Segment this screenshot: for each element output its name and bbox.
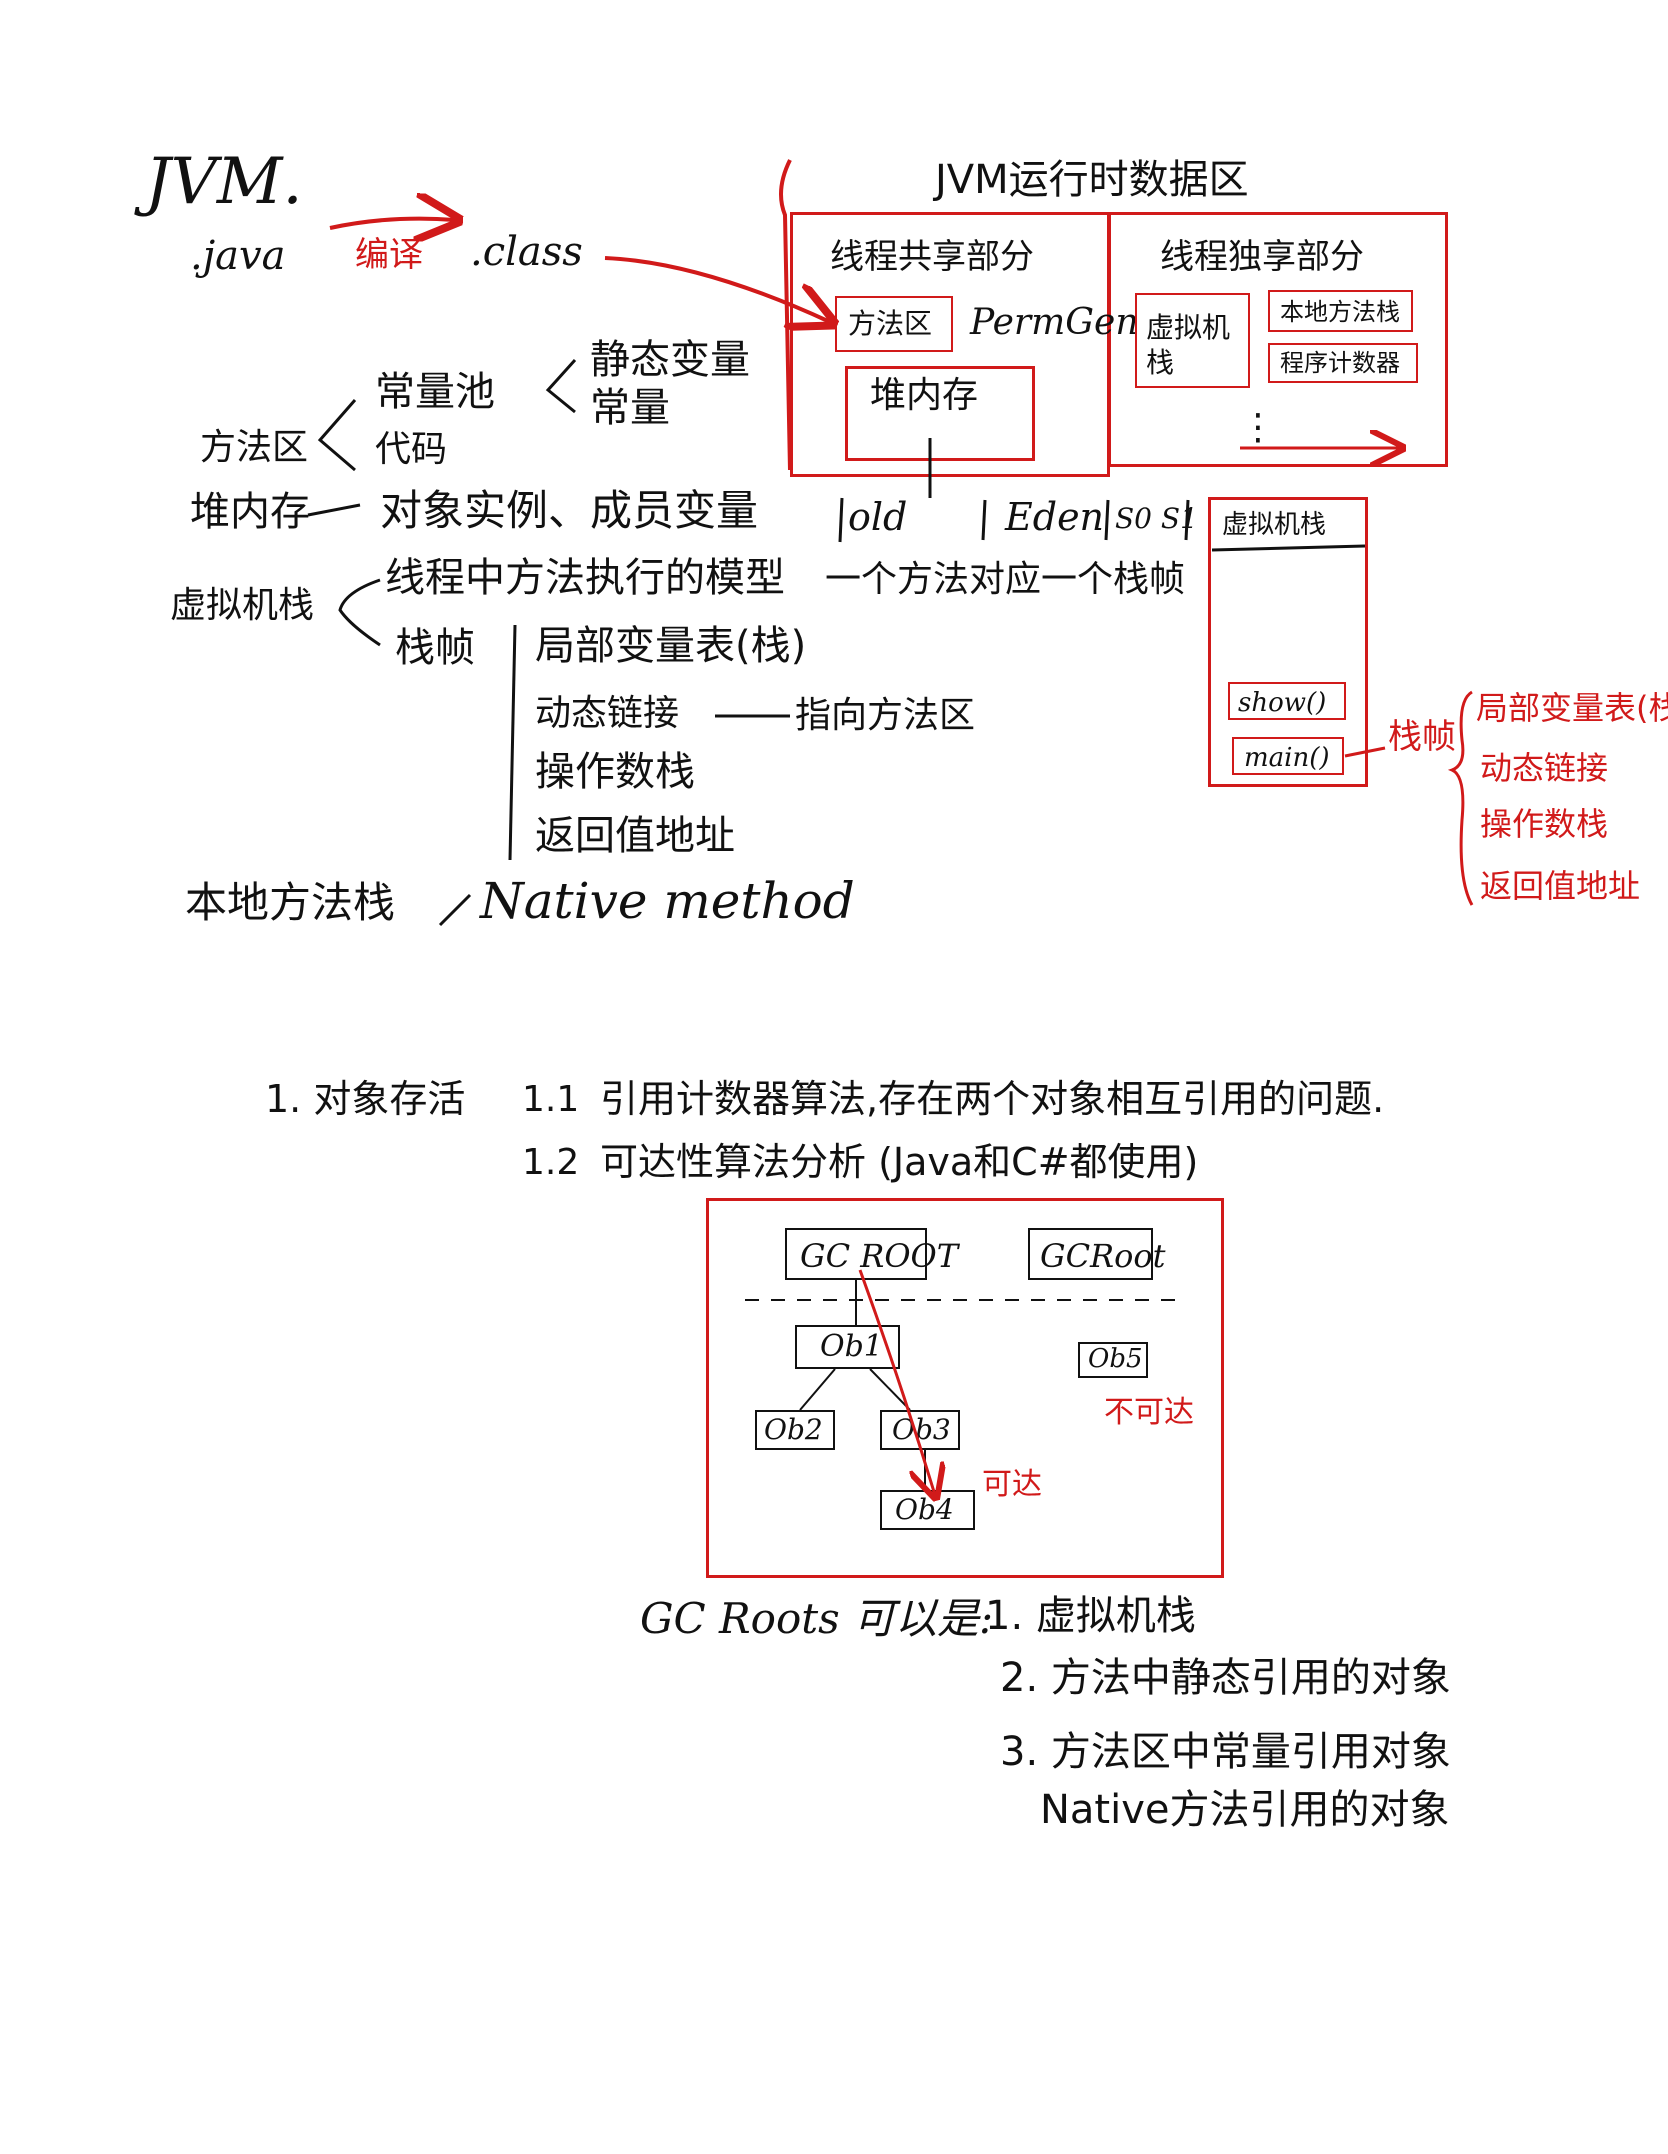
ob1-to-ob2 [799, 1368, 836, 1411]
note-const-pool: 常量池 [375, 369, 495, 415]
heap-box [845, 366, 1035, 461]
class-to-method-arrow [604, 256, 830, 322]
compile-label: 编译 [355, 235, 423, 275]
gen-sep-1 [838, 497, 844, 543]
note-vm-stack: 虚拟机栈 [170, 585, 315, 626]
gc-line1-text: 引用计数器算法,存在两个对象相互引用的问题. [600, 1077, 1385, 1121]
gc-roots-item-3: 3. 方法区中常量引用对象 [1000, 1729, 1451, 1775]
method-bracket [317, 399, 357, 472]
ob5-box [1078, 1342, 1148, 1378]
reachable-arrow [858, 1269, 935, 1495]
method-area-label: 方法区 [848, 307, 933, 340]
stack-title-underline [1211, 544, 1366, 552]
ob2-label: Ob2 [764, 1413, 823, 1446]
stack-diagram-box [1208, 497, 1368, 787]
note-heap-desc: 对象实例、成员变量 [380, 486, 759, 535]
gc-roots-item-2: 2. 方法中静态引用的对象 [1000, 1655, 1451, 1701]
gen-sep-2 [981, 499, 987, 541]
ob1-label: Ob1 [820, 1329, 883, 1364]
vmstack-bracket [338, 578, 381, 647]
main-to-frame-line [1344, 746, 1386, 758]
shared-label: 线程共享部分 [830, 237, 1034, 277]
vm-stack-box [1135, 293, 1250, 388]
gen-survivor: S0 S1 [1115, 502, 1198, 535]
gen-old: old [848, 495, 908, 539]
compile-arrow [329, 219, 455, 228]
frame-item-2: 动态链接 [1480, 749, 1609, 787]
frame-item-4: 返回值地址 [1480, 867, 1641, 905]
ob1-to-ob3 [869, 1368, 911, 1411]
dots-label: ⋮ [1240, 407, 1276, 448]
note-native: 本地方法栈 [185, 878, 396, 927]
class-label: .class [470, 229, 583, 275]
frame-item-3: 操作数栈 [1480, 805, 1609, 843]
gc-line1-prefix: 1. 对象存活 [265, 1077, 466, 1121]
note-stack-frame: 栈帧 [395, 625, 475, 671]
show-frame-box [1228, 682, 1346, 720]
ob1-box [795, 1325, 900, 1369]
note-method-area: 方法区 [200, 427, 309, 468]
private-label: 线程独享部分 [1160, 237, 1364, 277]
gc-roots-item-4: Native方法引用的对象 [1040, 1787, 1450, 1833]
gc-line2-text: 可达性算法分析 (Java和C#都使用) [600, 1140, 1199, 1184]
ob5-label: Ob5 [1088, 1344, 1143, 1374]
main-frame-box [1232, 737, 1344, 775]
runtime-title: JVM运行时数据区 [935, 157, 1249, 203]
gc-line1-num: 1.1 [522, 1079, 580, 1120]
gc-roots-item-1: 1. 虚拟机栈 [985, 1593, 1196, 1639]
gc-line2-num: 1.2 [522, 1142, 580, 1183]
reachable-label: 可达 [982, 1467, 1042, 1502]
note-heap: 堆内存 [190, 489, 310, 535]
note-frame-item-4: 返回值地址 [535, 813, 735, 859]
gen-eden: Eden [1005, 495, 1105, 539]
native-slash [438, 893, 472, 927]
gc-root-1-label: GC ROOT [800, 1237, 959, 1275]
gc-root-1-box [785, 1228, 927, 1280]
note-constant: 常量 [590, 385, 670, 431]
note-code: 代码 [375, 429, 448, 470]
show-frame-label: show() [1238, 688, 1327, 718]
heap-dash [307, 503, 361, 517]
stack-frame-label: 栈帧 [1388, 717, 1456, 757]
note-static-var: 静态变量 [590, 337, 750, 383]
heap-label: 堆内存 [870, 375, 979, 416]
runtime-private-box [1108, 212, 1448, 467]
jvm-title: JVM. [145, 145, 303, 219]
gen-sep-4 [1184, 499, 1190, 541]
unreachable-label: 不可达 [1104, 1395, 1194, 1430]
vm-stack-label: 虚拟机栈 [1146, 311, 1231, 379]
const-bracket [545, 358, 577, 414]
gc-diagram-box [706, 1198, 1224, 1578]
gc-root-2-box [1028, 1228, 1153, 1280]
runtime-bracket [779, 159, 792, 471]
note-vm-stack-desc: 线程中方法执行的模型 [385, 555, 785, 601]
java-label: .java [190, 233, 286, 279]
gc-roots-title: GC Roots 可以是: [640, 1594, 994, 1643]
pc-box [1268, 343, 1418, 383]
note-vm-stack-desc2: 一个方法对应一个栈帧 [825, 559, 1186, 600]
note-frame-item-3: 操作数栈 [535, 749, 695, 795]
ob2-box [755, 1410, 835, 1450]
permgen-label: PermGen [970, 302, 1139, 343]
pc-label: 程序计数器 [1280, 349, 1400, 377]
note-native-desc: Native method [480, 872, 855, 930]
frame-item-1: 局部变量表(栈) [1476, 689, 1668, 727]
stack-diagram-title: 虚拟机栈 [1222, 510, 1327, 540]
note-frame-item-2: 动态链接 [535, 693, 680, 734]
ob3-label: Ob3 [892, 1413, 951, 1446]
note-dyn-link: 指向方法区 [795, 695, 976, 736]
frame-brace [1447, 690, 1474, 906]
native-stack-label: 本地方法栈 [1280, 298, 1400, 326]
frame-bar [508, 624, 517, 861]
gen-sep-3 [1104, 499, 1110, 541]
gc-root-2-label: GCRoot [1040, 1237, 1166, 1275]
native-stack-box [1268, 290, 1413, 332]
main-frame-label: main() [1244, 743, 1330, 773]
note-frame-item-1: 局部变量表(栈) [535, 623, 807, 669]
